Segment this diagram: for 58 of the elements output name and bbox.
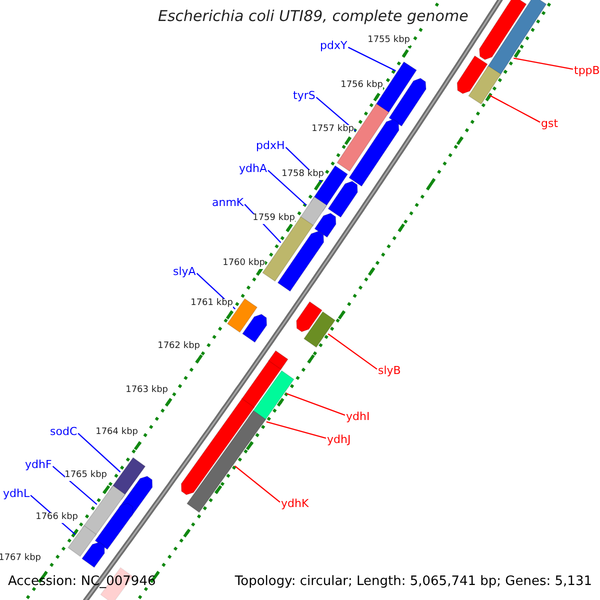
scale-label: 1760 kbp: [222, 259, 265, 269]
scale-label: 1764 kbp: [96, 428, 138, 438]
gene-bar: [68, 525, 97, 557]
scale-label: 1765 kbp: [64, 471, 107, 481]
leader-line: [328, 333, 378, 370]
gene-feature: [479, 0, 527, 60]
scale-label: 1757 kbp: [312, 125, 354, 135]
scale-label: 1761 kbp: [190, 299, 233, 309]
gene-label: gst: [541, 118, 558, 130]
gene-feature: [180, 398, 255, 496]
leader-line: [234, 466, 280, 503]
gene-bar: [303, 311, 336, 348]
leader-line: [78, 432, 121, 472]
genome-info-text: Topology: circular; Length: 5,065,741 bp; Genes: 5,131: [234, 575, 592, 590]
gene-label: ydhJ: [327, 434, 351, 446]
gene-label: ydhL: [3, 488, 30, 500]
gene-label: tppB: [574, 65, 600, 78]
gene-label: ydhI: [346, 411, 370, 424]
gene-feature: [277, 230, 324, 292]
gene-label: anmK: [212, 197, 244, 210]
scale-label: 1755 kbp: [368, 36, 410, 46]
scale-label: 1759 kbp: [252, 214, 295, 224]
title: Escherichia coli UTI89, complete genome: [158, 8, 468, 24]
gene-label: ydhA: [239, 163, 267, 176]
gene-bar: [468, 65, 502, 105]
leader-line: [286, 393, 346, 416]
gene-feature: [388, 78, 426, 127]
gene-feature: [81, 542, 105, 568]
gene-label: sodC: [50, 426, 78, 438]
leader-line: [52, 466, 98, 505]
gene-label: ydhF: [25, 459, 52, 472]
gene-feature: [296, 301, 323, 332]
leader-line: [266, 421, 326, 439]
leader-line: [316, 96, 356, 132]
scale-label: 1763 kbp: [126, 386, 168, 396]
gene-feature: [456, 55, 488, 94]
gene-bar: [300, 196, 328, 227]
gene-bar: [82, 485, 126, 537]
leader-line: [268, 170, 307, 206]
scale-label: 1762 kbp: [158, 342, 200, 352]
gene-feature: [94, 502, 134, 550]
leader-line: [489, 94, 540, 123]
leader-line: [514, 58, 574, 70]
leader-line: [348, 46, 396, 72]
scale-label: 1766 kbp: [36, 513, 78, 523]
gene-label: slyA: [173, 266, 196, 278]
gene-label: pdxY: [320, 40, 348, 52]
gene-bar: [486, 0, 547, 77]
gene-bar: [336, 103, 390, 172]
scale-label: 1758 kbp: [282, 170, 324, 180]
gene-label: ydhK: [281, 498, 309, 510]
gene-feature: [328, 180, 358, 218]
gene-feature: [242, 314, 268, 343]
gene-label: tyrS: [293, 90, 316, 102]
scale-label: 1756 kbp: [340, 81, 383, 91]
gene-bar: [186, 410, 266, 513]
gene-label: pdxH: [256, 140, 285, 152]
gene-label: slyB: [378, 365, 401, 378]
